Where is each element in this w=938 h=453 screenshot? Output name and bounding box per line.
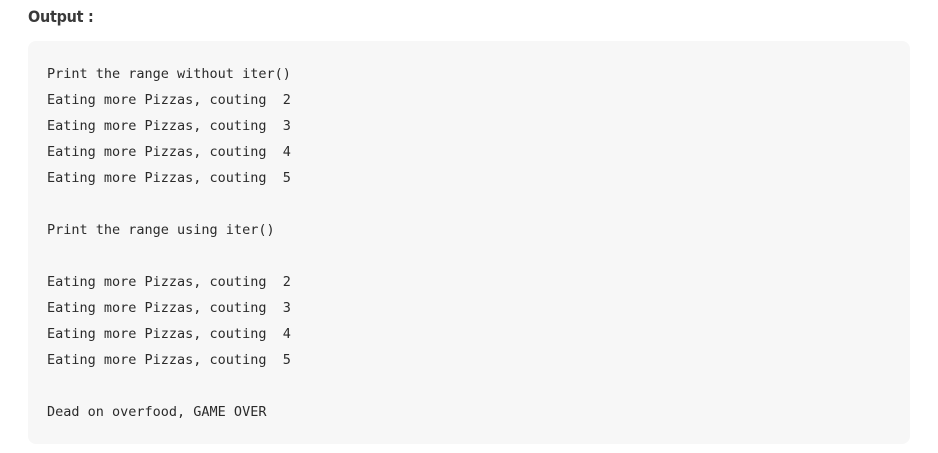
- blank-line: [47, 373, 291, 399]
- output-heading: Output :: [28, 7, 94, 26]
- output-line: Eating more Pizzas, couting 2: [47, 92, 291, 108]
- output-lines: Print the range without iter() Eating mo…: [47, 61, 291, 425]
- blank-line: [47, 243, 291, 269]
- output-line: Eating more Pizzas, couting 3: [47, 118, 291, 134]
- output-line: Eating more Pizzas, couting 4: [47, 144, 291, 160]
- output-line: Eating more Pizzas, couting 3: [47, 300, 291, 316]
- output-line: Eating more Pizzas, couting 4: [47, 326, 291, 342]
- blank-line: [47, 191, 291, 217]
- output-line: Eating more Pizzas, couting 5: [47, 170, 291, 186]
- output-line: Dead on overfood, GAME OVER: [47, 404, 267, 420]
- output-line: Eating more Pizzas, couting 2: [47, 274, 291, 290]
- output-code-block: Print the range without iter() Eating mo…: [28, 41, 910, 444]
- output-line: Print the range without iter(): [47, 66, 291, 82]
- output-line: Eating more Pizzas, couting 5: [47, 352, 291, 368]
- output-line: Print the range using iter(): [47, 222, 275, 238]
